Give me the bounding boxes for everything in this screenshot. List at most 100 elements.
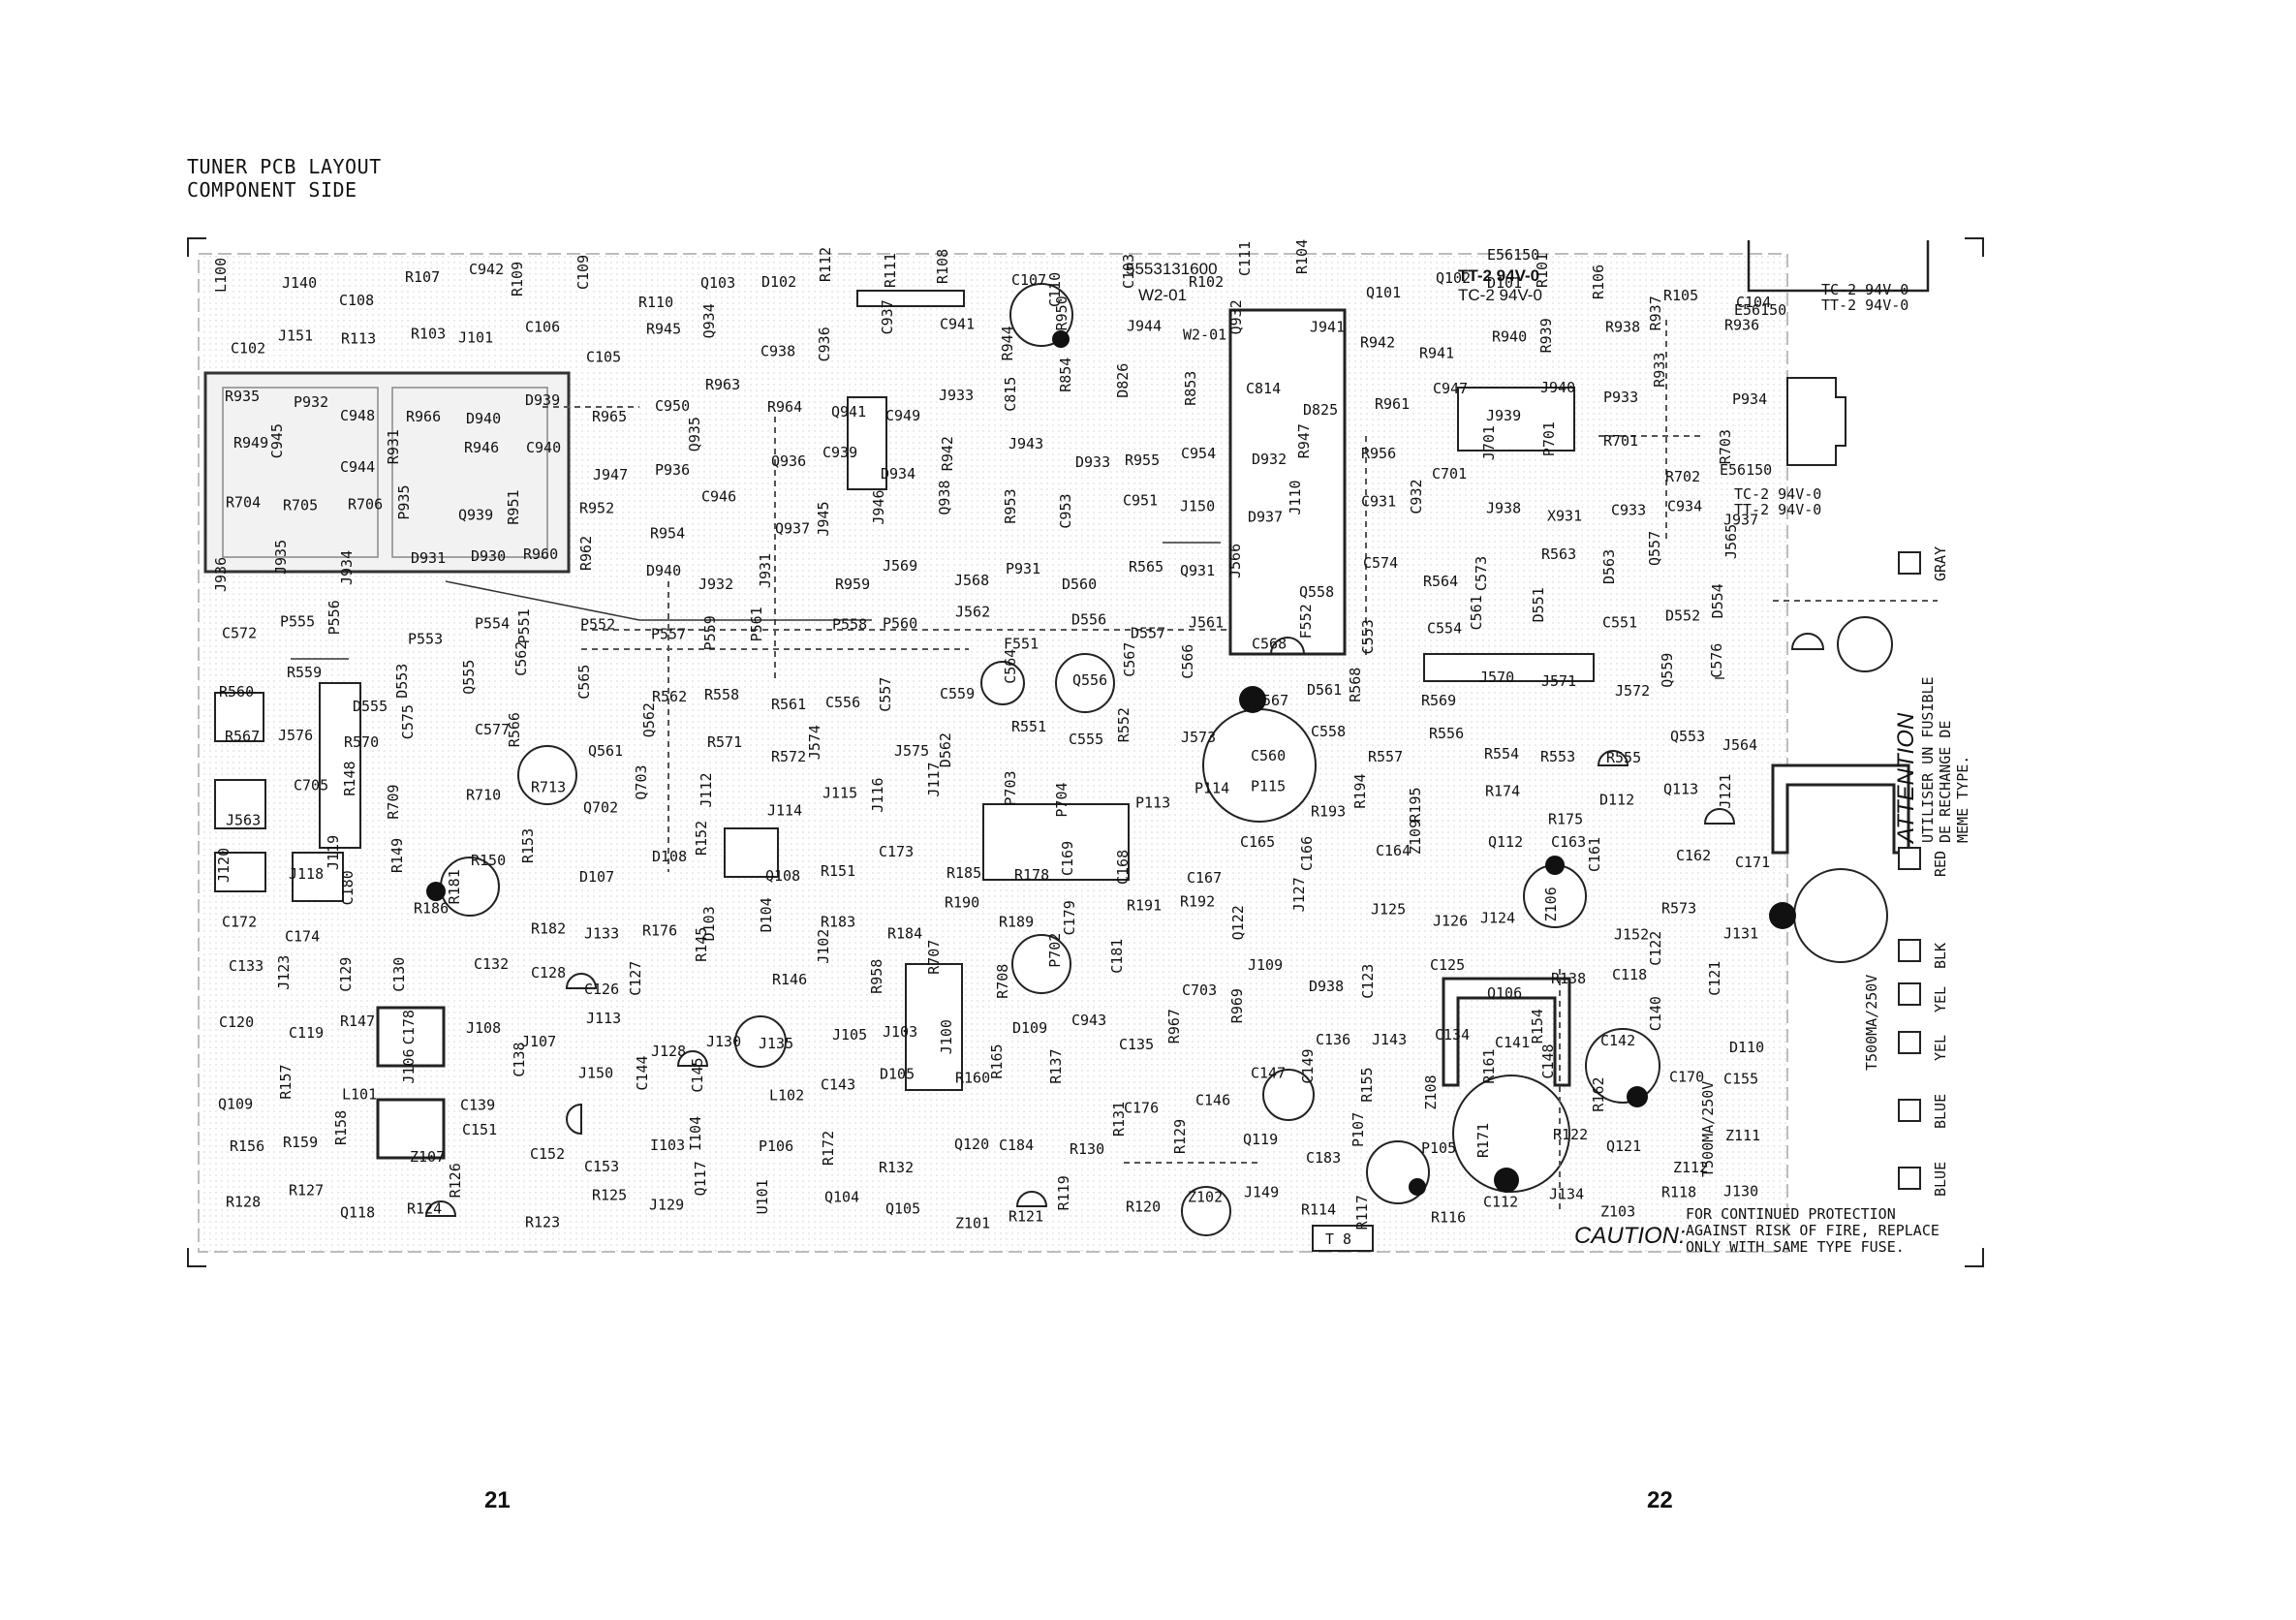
component-label-d101: D101: [1487, 274, 1522, 292]
coil-l101: [214, 692, 264, 742]
component-label-c105: C105: [586, 348, 621, 365]
component-label-r942: R942: [1360, 333, 1395, 351]
component-label-j114: J114: [767, 802, 802, 820]
tape-t8: [1312, 1225, 1374, 1252]
component-label-r560: R560: [219, 683, 254, 701]
component-label-j120: J120: [215, 848, 233, 883]
component-label-r162: R162: [1590, 1076, 1607, 1111]
component-label-r117: R117: [1353, 1195, 1371, 1230]
component-label-r161: R161: [1480, 1048, 1498, 1083]
component-label-f552: F552: [1297, 604, 1315, 639]
resistor-p701: [847, 396, 887, 490]
component-label-j576: J576: [278, 727, 313, 744]
component-label-r555: R555: [1606, 749, 1641, 766]
component-label-c574: C574: [1363, 554, 1398, 572]
attention-line-3: MEME TYPE.: [1954, 756, 1971, 843]
coil-i104: [292, 852, 344, 902]
component-label-c146: C146: [1195, 1092, 1230, 1109]
component-label-r106: R106: [1590, 265, 1607, 299]
component-label-c577: C577: [475, 721, 510, 738]
capacitor-c941: [1009, 283, 1073, 347]
wire-color-yel-4: YEL: [1932, 1035, 1949, 1061]
relay-j102: [982, 803, 1130, 881]
component-label-r127: R127: [289, 1181, 324, 1199]
component-label-r702: R702: [1665, 468, 1700, 485]
component-label-j152: J152: [1614, 925, 1649, 943]
component-label-d940: D940: [466, 410, 501, 427]
component-label-c170: C170: [1669, 1069, 1704, 1086]
component-label-q559: Q559: [1659, 653, 1676, 688]
component-label-q103: Q103: [700, 274, 735, 292]
component-label-j107: J107: [521, 1033, 556, 1050]
component-label-c165: C165: [1240, 833, 1275, 851]
component-label-c564: C564: [1002, 649, 1019, 684]
component-label-c161: C161: [1586, 837, 1603, 872]
component-label-j143: J143: [1372, 1031, 1407, 1048]
component-label-c129: C129: [337, 957, 355, 992]
component-label-c139: C139: [460, 1097, 495, 1114]
component-label-j100: J100: [938, 1019, 955, 1054]
component-label-j151: J151: [278, 327, 313, 344]
component-label-p553: P553: [408, 630, 443, 647]
component-label-c814: C814: [1246, 380, 1281, 397]
component-label-r122: R122: [1553, 1126, 1588, 1143]
component-label-j121: J121: [1717, 773, 1734, 808]
component-label-d933: D933: [1075, 453, 1110, 471]
component-label-r101: R101: [1534, 253, 1551, 288]
component-label-c140: C140: [1647, 996, 1664, 1031]
component-label-r939: R939: [1537, 318, 1555, 353]
trimmer-r176: [734, 1015, 787, 1068]
component-label-c120: C120: [219, 1013, 254, 1031]
component-label-r959: R959: [835, 576, 870, 593]
component-label-r703: R703: [1717, 429, 1734, 464]
component-label-c110: C110: [1046, 272, 1064, 307]
regulator-q553: [1442, 977, 1571, 1087]
component-label-r184: R184: [887, 924, 922, 942]
component-label-j941: J941: [1310, 318, 1345, 335]
component-label-r155: R155: [1358, 1067, 1376, 1102]
component-label-c151: C151: [462, 1121, 497, 1138]
component-label-r172: R172: [820, 1131, 837, 1166]
capacitor-c561: [1585, 1028, 1660, 1104]
component-label-r178: R178: [1014, 866, 1049, 884]
component-label-j133: J133: [584, 924, 619, 942]
component-label-c705: C705: [294, 777, 328, 794]
connector-board: E56150 TC-2 94V-0 TT-2 94V-0 E56150 TC-2…: [1720, 240, 1930, 518]
component-label-j937: J937: [1723, 512, 1758, 529]
page-number-right: 22: [1647, 1487, 1673, 1513]
component-label-c128: C128: [531, 964, 566, 981]
component-label-r956: R956: [1361, 445, 1396, 462]
component-label-p703: P703: [1002, 770, 1019, 805]
component-label-l100: L100: [212, 258, 230, 293]
component-label-c132: C132: [474, 955, 509, 973]
component-label-r951: R951: [505, 489, 522, 524]
component-label-q553: Q553: [1670, 728, 1705, 745]
component-label-j571: J571: [1541, 672, 1576, 690]
component-label-j101: J101: [458, 328, 493, 346]
component-label-r165: R165: [988, 1044, 1006, 1078]
component-label-d930: D930: [471, 547, 506, 565]
component-label-d825: D825: [1303, 401, 1338, 419]
fuse-rating-f552: T500MA/250V: [1863, 975, 1880, 1071]
component-label-c701: C701: [1432, 465, 1467, 483]
component-label-c933: C933: [1611, 502, 1646, 519]
component-label-q558: Q558: [1299, 583, 1334, 601]
component-label-c568: C568: [1252, 635, 1287, 652]
component-label-d934: D934: [881, 465, 915, 483]
wire-color-blue-5: BLUE: [1932, 1094, 1949, 1129]
component-label-c554: C554: [1427, 619, 1462, 637]
component-label-j569: J569: [883, 557, 917, 575]
component-label-c556: C556: [825, 694, 860, 711]
component-label-p556: P556: [326, 600, 343, 635]
attention-notice: ATTENTION UTILISER UN FUSIBLE DE RECHANG…: [1893, 676, 1971, 845]
component-label-c178: C178: [400, 1010, 418, 1044]
component-label-q102: Q102: [1436, 269, 1471, 287]
component-label-d826: D826: [1114, 363, 1132, 398]
component-label-d110: D110: [1729, 1039, 1764, 1056]
component-label-r145: R145: [693, 927, 710, 962]
component-label-q120: Q120: [954, 1136, 989, 1153]
component-label-c111: C111: [1236, 241, 1254, 276]
component-label-c153: C153: [584, 1158, 619, 1175]
wire-color-yel-3: YEL: [1932, 986, 1949, 1012]
